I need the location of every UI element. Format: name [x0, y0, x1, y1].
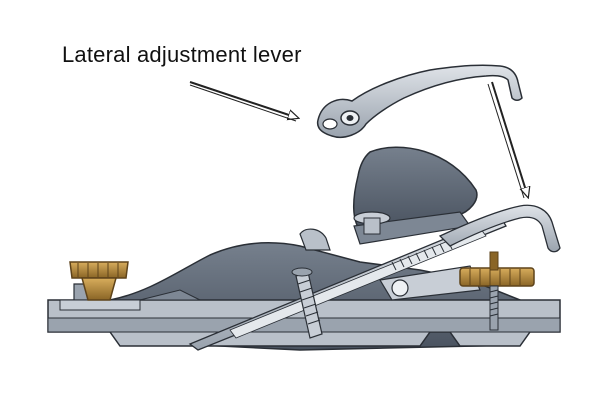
lateral-adjustment-lever-label: Lateral adjustment lever — [62, 42, 302, 67]
depth-adjuster-wheel — [459, 251, 535, 331]
plane-iron — [188, 215, 507, 351]
depth-adjuster-bar — [379, 204, 561, 301]
front-knob — [69, 261, 129, 301]
lever-cap-screw — [353, 211, 391, 235]
lateral-adjustment-lever — [316, 64, 523, 138]
pivot-block — [299, 228, 331, 251]
leader-arrow-right — [487, 81, 528, 198]
cap-screw-threaded — [291, 267, 323, 339]
leader-arrow-left — [189, 81, 298, 122]
lever-cap — [353, 146, 478, 245]
